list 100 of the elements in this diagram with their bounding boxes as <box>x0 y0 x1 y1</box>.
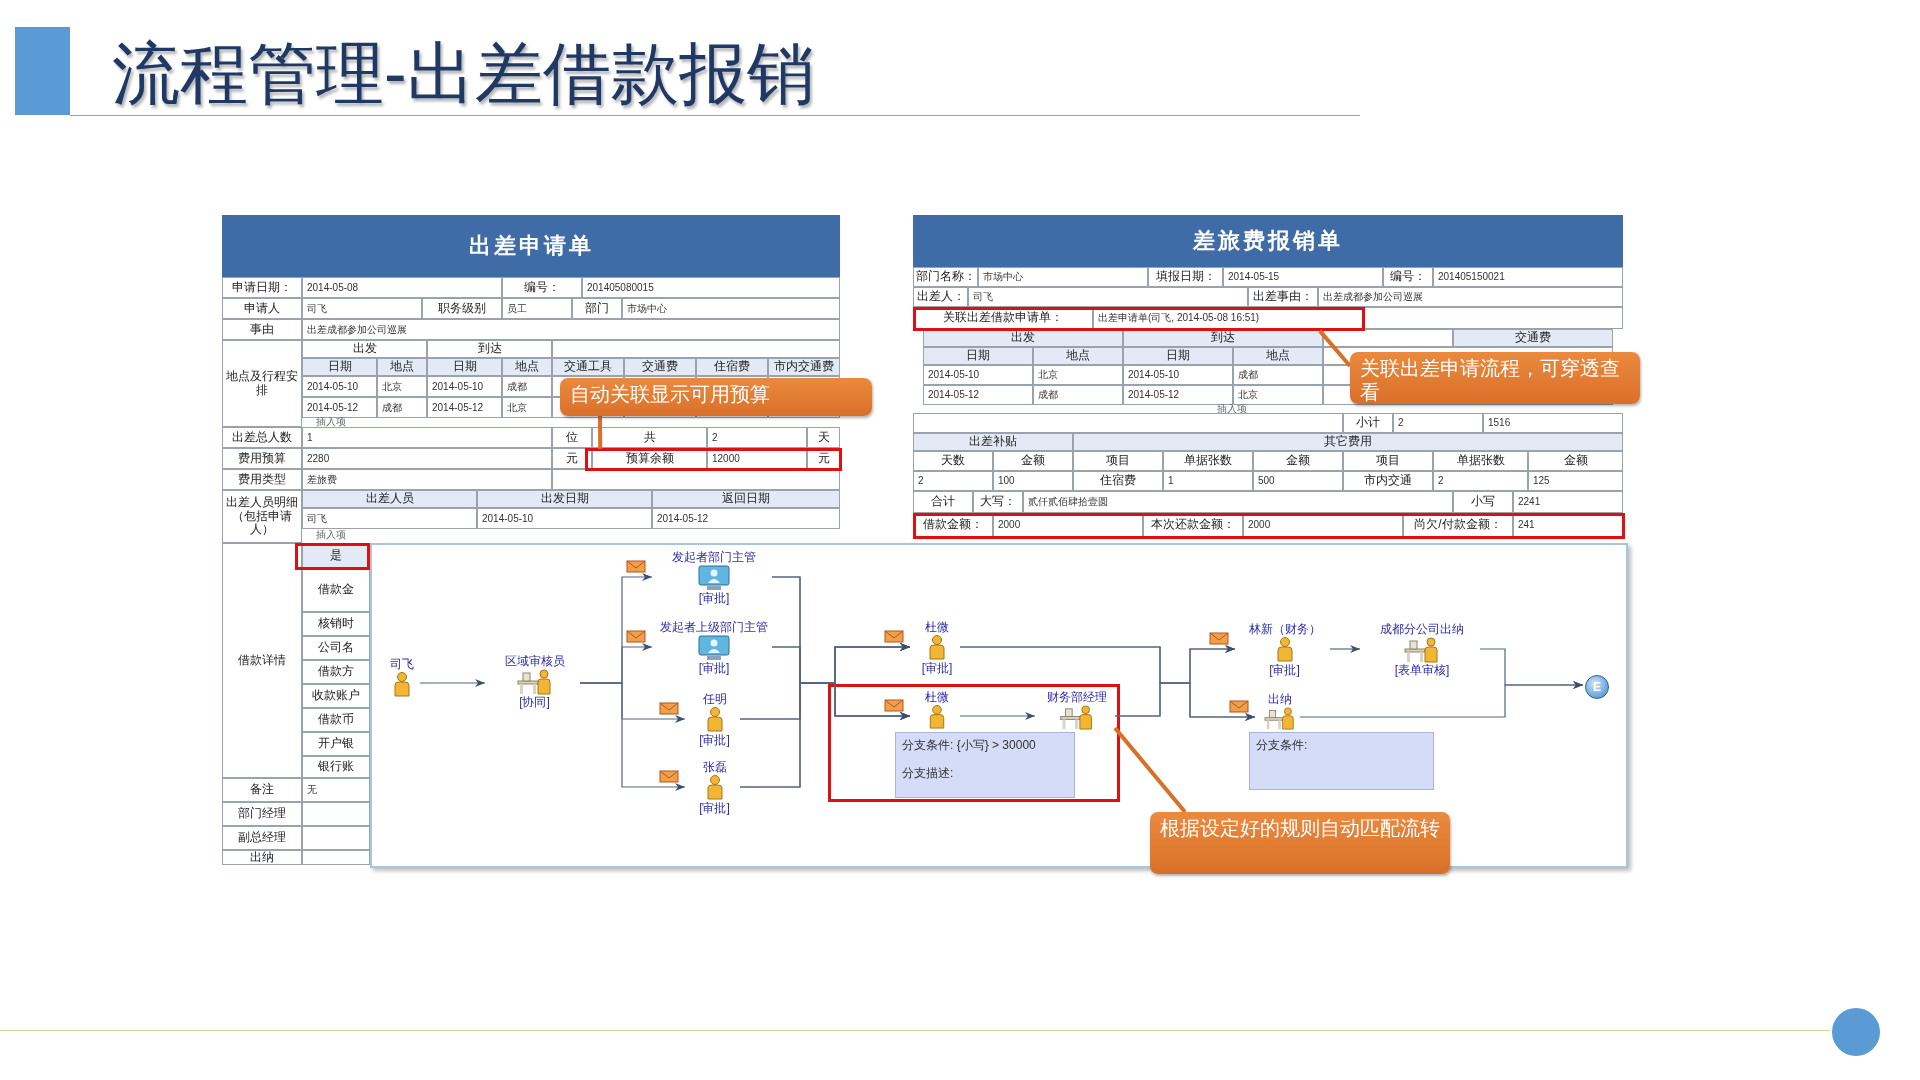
arrow <box>1299 681 1584 718</box>
table-cell: 2014-05-12 <box>302 397 377 418</box>
table-cell: 到达 <box>427 340 552 358</box>
table-cell: 员工 <box>502 298 572 319</box>
table-cell: 2014-05-08 <box>302 277 502 298</box>
table-cell: 出差总人数 <box>222 427 302 448</box>
table-cell: 天数 <box>913 451 993 471</box>
table-cell: 天 <box>807 427 840 448</box>
hint-text: 插入项 <box>315 417 347 427</box>
table-header: 市内交通费 <box>768 358 840 376</box>
table-cell: 出纳 <box>222 850 302 865</box>
table-header: 日期 <box>302 358 377 376</box>
table-cell: 小写 <box>1453 491 1513 513</box>
table-header: 交通费 <box>1453 329 1613 347</box>
table-header: 其它费用 <box>1073 433 1623 451</box>
table-cell: 2014-05-10 <box>923 365 1033 385</box>
table-cell: 单据张数 <box>1163 451 1253 471</box>
condition-text: 分支条件: {小写} > 30000 <box>902 737 1037 753</box>
table-cell: 2014-05-10 <box>427 376 502 397</box>
table-header: 日期 <box>923 347 1033 365</box>
table-cell: 元 <box>552 448 592 469</box>
role-tag: [审批] <box>921 661 953 676</box>
table-header: 出发日期 <box>477 490 652 508</box>
table-cell: 司飞 <box>302 508 477 529</box>
table-cell: 北京 <box>377 376 427 397</box>
role-tag: [审批] <box>698 591 730 606</box>
callout: 根据设定好的规则自动匹配流转 <box>1150 812 1450 874</box>
form-title-bar: 出差申请单 <box>222 215 840 277</box>
table-cell: 项目 <box>1073 451 1163 471</box>
table-cell: 开户银 <box>302 732 370 756</box>
node-label: 财务部经理 <box>1047 690 1107 705</box>
table-header: 日期 <box>1123 347 1233 365</box>
node-label: 张磊 <box>702 760 727 775</box>
role-tag: [表单审核] <box>1394 663 1450 678</box>
table-cell: 出差成都参加公司巡展 <box>1318 287 1623 307</box>
condition-popup <box>895 732 1075 798</box>
table-cell: 2 <box>1433 471 1528 491</box>
table-cell: 部门 <box>572 298 622 319</box>
table-cell: 125 <box>1528 471 1623 491</box>
table-cell: 2014-05-12 <box>1123 385 1233 405</box>
table-cell: 2014-05-10 <box>1123 365 1233 385</box>
table-cell: 北京 <box>1233 385 1323 405</box>
condition-popup <box>1249 732 1434 790</box>
table-cell: 出发 <box>302 340 427 358</box>
node-label: 发起者部门主管 <box>672 550 756 565</box>
node-label: 杜微 <box>925 690 949 705</box>
table-cell: 市场中心 <box>978 267 1148 287</box>
arrow <box>579 682 686 791</box>
table-cell: 2241 <box>1513 491 1623 513</box>
table-cell: 1 <box>1163 471 1253 491</box>
callout: 关联出差申请流程，可穿透查看 <box>1350 352 1640 404</box>
table-header: 出差补贴 <box>913 433 1073 451</box>
table-cell: 市场中心 <box>622 298 840 319</box>
table-cell: 2014-05-12 <box>652 508 840 529</box>
table-header: 地点 <box>1233 347 1323 365</box>
slide-title: 流程管理-出差借款报销 <box>112 34 815 113</box>
form-title-bar: 差旅费报销单 <box>913 215 1623 267</box>
table-header: 地点 <box>502 358 552 376</box>
condition-text: 分支条件: <box>1256 737 1309 753</box>
table-cell: 核销时 <box>302 612 370 636</box>
role-tag: [审批] <box>698 661 730 676</box>
node-label: 林新（财务） <box>1248 622 1321 637</box>
table-cell: 成都 <box>502 376 552 397</box>
table-cell: 住宿费 <box>1073 471 1163 491</box>
table-cell: 2 <box>707 427 807 448</box>
node-label: 发起者上级部门主管 <box>660 620 768 635</box>
table-cell: 小计 <box>1343 413 1393 433</box>
table-cell: 金额 <box>1253 451 1343 471</box>
arrow <box>739 682 911 788</box>
role-tag: [审批] <box>1269 663 1300 678</box>
table-cell: 出差申请单(司飞, 2014-05-08 16:51) <box>1093 307 1623 329</box>
table-cell: 出差人： <box>913 287 968 307</box>
table-cell: 无 <box>302 778 370 802</box>
table-cell: 职务级别 <box>422 298 502 319</box>
condition-text: 分支描述: <box>902 765 955 781</box>
table-cell: 出差人员明细（包括申请人） <box>222 490 302 543</box>
table-cell: 1516 <box>1483 413 1623 433</box>
node-label: 区域审核员 <box>504 654 565 669</box>
table-cell: 2014-05-10 <box>477 508 652 529</box>
table-cell: 司飞 <box>302 298 422 319</box>
table-cell: 部门经理 <box>222 802 302 826</box>
table-cell: 副总经理 <box>222 826 302 850</box>
table-cell: 201405080015 <box>582 277 840 298</box>
table-cell: 申请日期： <box>222 277 302 298</box>
table-cell: 收款账户 <box>302 684 370 708</box>
table-header: 地点 <box>377 358 427 376</box>
table-cell: 2 <box>913 471 993 491</box>
role-tag: [协同] <box>519 695 550 710</box>
table-cell: 地点及行程安排 <box>222 340 302 427</box>
table-cell: 事由 <box>222 319 302 340</box>
arrow <box>419 679 486 687</box>
workflow-panel <box>370 543 1628 868</box>
table-cell: 500 <box>1253 471 1343 491</box>
table-cell: 北京 <box>502 397 552 418</box>
table-cell: 出差事由： <box>1248 287 1318 307</box>
table-cell: 金额 <box>1528 451 1623 471</box>
table-cell: 编号： <box>502 277 582 298</box>
table-cell: 合计 <box>913 491 973 513</box>
table-cell: 银行账 <box>302 756 370 778</box>
table-cell: 2 <box>1393 413 1483 433</box>
